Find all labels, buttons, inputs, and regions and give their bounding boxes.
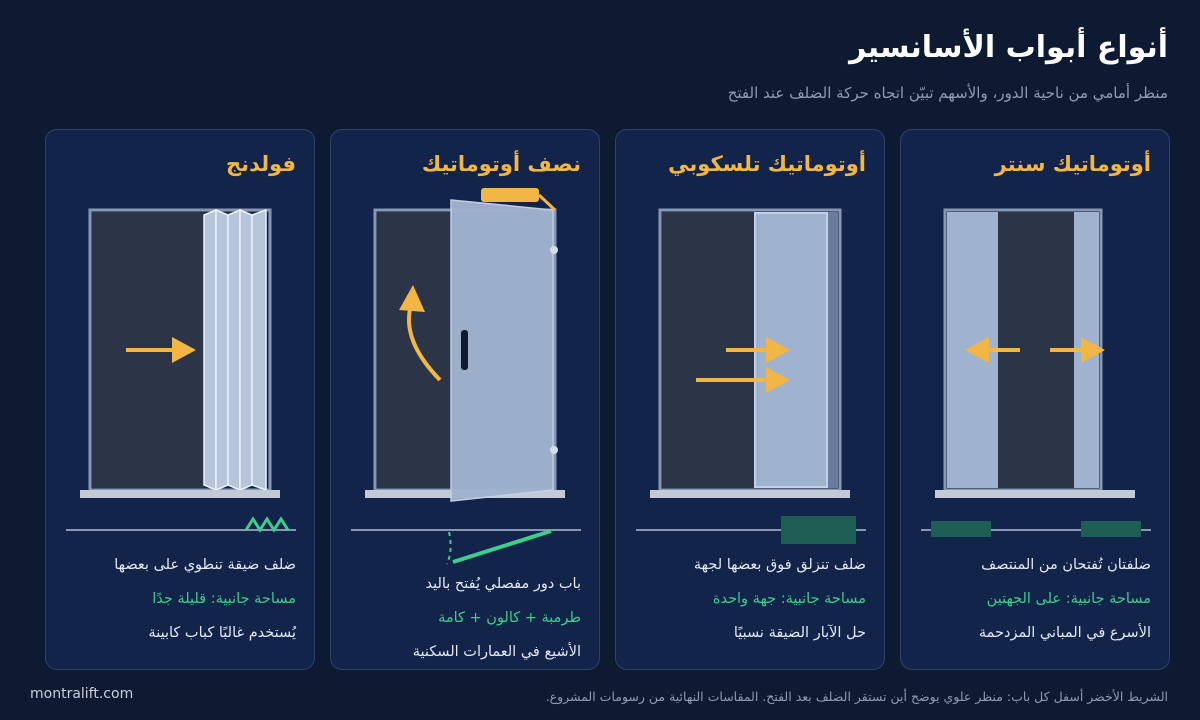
top-view-panel-right [1081, 521, 1141, 537]
hinged-door-leaf [450, 199, 554, 502]
top-view-door-leaf [452, 529, 552, 564]
hinge-bottom [550, 446, 558, 454]
card-side-space: مساحة جانبية: قليلة جدًا [152, 591, 296, 607]
card-title: نصف أوتوماتيك [421, 152, 581, 176]
arrow-right-icon [1050, 337, 1105, 363]
card-description: ضلفتان تُفتحان من المنتصف [981, 557, 1151, 573]
card-components: طرمبة + كالون + كامة [438, 610, 581, 626]
page-subtitle: منظر أمامي من ناحية الدور، والأسهم تبيّن… [727, 84, 1168, 102]
arrow-right-long-icon [696, 367, 790, 393]
door-closer [481, 188, 539, 202]
card-title: أوتوماتيك تلسكوبي [668, 152, 866, 176]
folded-panels [203, 208, 267, 492]
arrow-right-icon [726, 337, 790, 363]
card-description: باب دور مفصلي يُفتح باليد [425, 576, 581, 592]
card-folding: فولدنج ضلف ضيقة تنطوي على بعضها مساحة جا… [45, 129, 315, 670]
top-view-folded-zigzag [244, 516, 290, 533]
telescopic-door-diagram [636, 208, 866, 544]
card-usage: حل الآبار الضيقة نسبيًا [733, 625, 866, 641]
door-closer-arm [537, 193, 557, 212]
brand-link[interactable]: montralift.com [30, 686, 134, 702]
card-side-space: مساحة جانبية: جهة واحدة [712, 591, 866, 607]
card-semi-automatic: نصف أوتوماتيك باب دور مفصلي يُفتح باليد … [330, 129, 600, 670]
card-usage: يُستخدم غالبًا كباب كابينة [148, 625, 296, 641]
card-center-automatic: أوتوماتيك سنتر ضلفتان تُفتحان من المنتصف… [900, 129, 1170, 670]
card-description: ضلف ضيقة تنطوي على بعضها [114, 557, 296, 573]
top-view-panel-left [931, 521, 991, 537]
folding-door-diagram [66, 208, 296, 533]
top-view-stacked-panels [781, 516, 856, 544]
semi-automatic-door-diagram [351, 188, 581, 531]
door-sill [80, 490, 280, 498]
door-sill [935, 490, 1135, 498]
door-handle [461, 330, 468, 370]
door-sill [650, 490, 850, 498]
card-usage: الأشيع في العمارات السكنية [412, 644, 581, 660]
curved-arrow-icon [399, 285, 442, 382]
page-title: أنواع أبواب الأسانسير [849, 30, 1168, 65]
card-usage: الأسرع في المباني المزدحمة [978, 625, 1151, 641]
card-side-space: مساحة جانبية: على الجهتين [986, 591, 1151, 607]
top-view-swing-arc [446, 531, 452, 565]
card-title: أوتوماتيك سنتر [994, 152, 1151, 176]
top-view-swing [446, 529, 552, 565]
card-description: ضلف تنزلق فوق بعضها لجهة [693, 557, 866, 573]
center-door-diagram [921, 208, 1151, 537]
card-telescopic-automatic: أوتوماتيك تلسكوبي ضلف تنزلق فوق بعضها لج… [615, 129, 885, 670]
footer-note: الشريط الأخضر أسفل كل باب: منظر علوي يوض… [545, 689, 1168, 704]
arrow-left-icon [965, 337, 1020, 363]
card-title: فولدنج [226, 152, 296, 176]
hinge-top [550, 246, 558, 254]
arrow-right-icon [126, 337, 196, 363]
